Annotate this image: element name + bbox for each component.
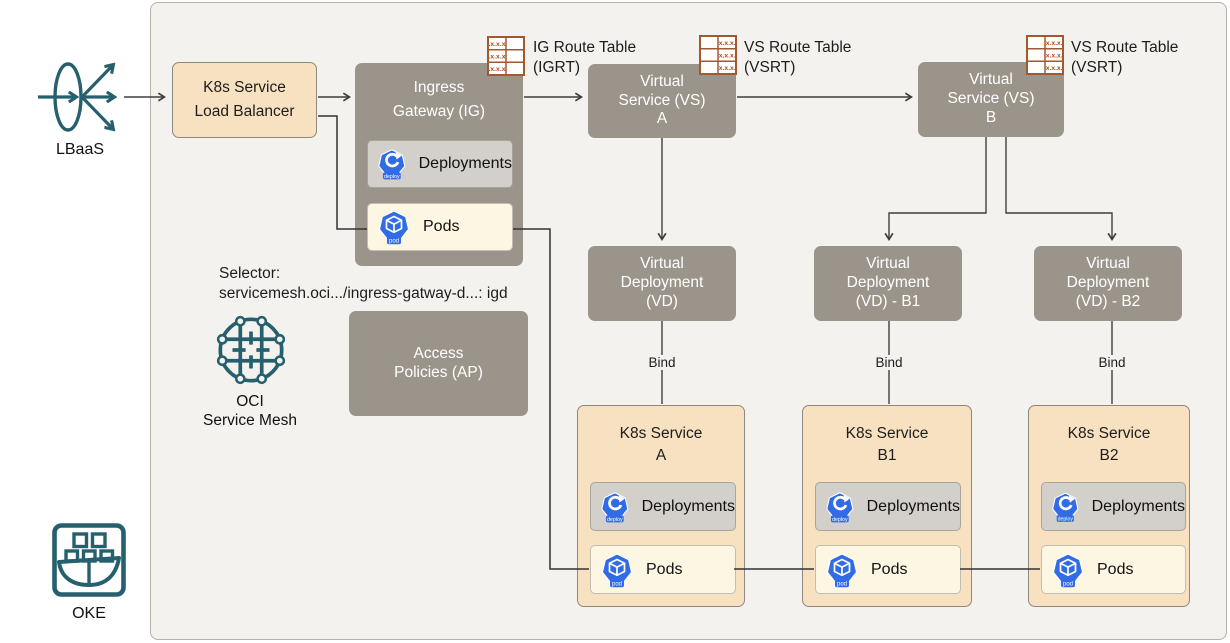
rt-cell: x.x.x. [1046, 40, 1063, 47]
oke-icon [52, 523, 126, 597]
rt-cell: x.x.x. [719, 53, 736, 60]
virtual-deployment-b1-node: Virtual Deployment (VD) - B1 [814, 246, 962, 321]
rt-cell: x.x.x. [1046, 65, 1063, 72]
bind-label-a: Bind [637, 355, 687, 370]
rt-cell: .x.x.x [488, 41, 505, 48]
ig-deployments-label: Deployments [418, 155, 512, 173]
access-policies-node: Access Policies (AP) [349, 311, 528, 416]
deploy-icon [374, 144, 410, 184]
deploy-icon [822, 487, 858, 527]
k8s-service-b2-pods: Pods [1041, 545, 1186, 594]
k8s-service-a-deployments: Deployments [590, 482, 736, 531]
deployments-label: Deployments [1091, 497, 1185, 515]
pods-label: Pods [646, 560, 683, 578]
deployments-label: Deployments [866, 497, 960, 515]
oci-service-mesh-icon [216, 315, 286, 385]
pods-label: Pods [871, 560, 908, 578]
k8s-service-b1-title: K8s Service B1 [845, 425, 929, 465]
bind-label-b1: Bind [864, 355, 914, 370]
k8s-service-b2-title: K8s Service B2 [1067, 425, 1151, 465]
ig-pods-label: Pods [423, 218, 460, 236]
oci-service-mesh-label: OCI Service Mesh [203, 393, 297, 430]
selector-annotation: Selector: servicemesh.oci.../ingress-gat… [219, 265, 508, 303]
k8s-service-a-pods: Pods [590, 545, 736, 594]
virtual-service-a-node: Virtual Service (VS) A [588, 64, 736, 138]
k8s-service-a-node: K8s Service A Deployments Pods [577, 405, 745, 607]
lbaas-label: LBaaS [55, 141, 105, 158]
k8s-lb-node: K8s Service Load Balancer [172, 62, 317, 138]
vs-b-route-table-icon: x.x.x. x.x.x. x.x.x. [1026, 35, 1064, 75]
vsrt-a-label: VS Route Table (VSRT) [744, 39, 852, 77]
k8s-service-b1-node: K8s Service B1 Deployments Pods [802, 405, 972, 607]
rt-cell: .x.x.x [488, 66, 505, 73]
k8s-service-b1-deployments: Deployments [815, 482, 961, 531]
rt-cell: x.x.x. [719, 65, 736, 72]
deploy-icon [1048, 487, 1083, 527]
k8s-service-b1-pods: Pods [815, 545, 961, 594]
rt-cell: .x.x.x [488, 54, 505, 61]
deploy-icon [597, 487, 633, 527]
oke-label: OKE [72, 605, 106, 622]
pods-label: Pods [1097, 560, 1134, 578]
rt-cell: x.x.x. [1046, 53, 1063, 60]
pod-icon [374, 207, 414, 247]
k8s-service-b2-node: K8s Service B2 Deployments Pods [1028, 405, 1190, 607]
k8s-service-a-title: K8s Service A [619, 425, 703, 465]
lbaas-icon [38, 62, 124, 132]
bind-label-b2: Bind [1087, 355, 1137, 370]
vsrt-b-label: VS Route Table (VSRT) [1071, 39, 1179, 77]
ig-deployments: Deployments [367, 140, 513, 188]
ingress-gateway-node: Ingress Gateway (IG) Deployments Pods [355, 63, 523, 266]
pod-icon [822, 550, 862, 590]
virtual-deployment-node: Virtual Deployment (VD) [588, 246, 736, 321]
ig-route-table-icon: .x.x.x .x.x.x .x.x.x [487, 36, 525, 76]
k8s-service-b2-deployments: Deployments [1041, 482, 1186, 531]
ingress-gateway-title: Ingress Gateway (IG) [392, 79, 486, 121]
vs-a-route-table-icon: x.x.x. x.x.x. x.x.x. [699, 35, 737, 75]
pod-icon [1048, 550, 1088, 590]
rt-cell: x.x.x. [719, 40, 736, 47]
deployments-label: Deployments [641, 497, 735, 515]
ig-pods: Pods [367, 203, 513, 251]
pod-icon [597, 550, 637, 590]
igrt-label: IG Route Table (IGRT) [533, 39, 637, 77]
virtual-deployment-b2-node: Virtual Deployment (VD) - B2 [1034, 246, 1182, 321]
